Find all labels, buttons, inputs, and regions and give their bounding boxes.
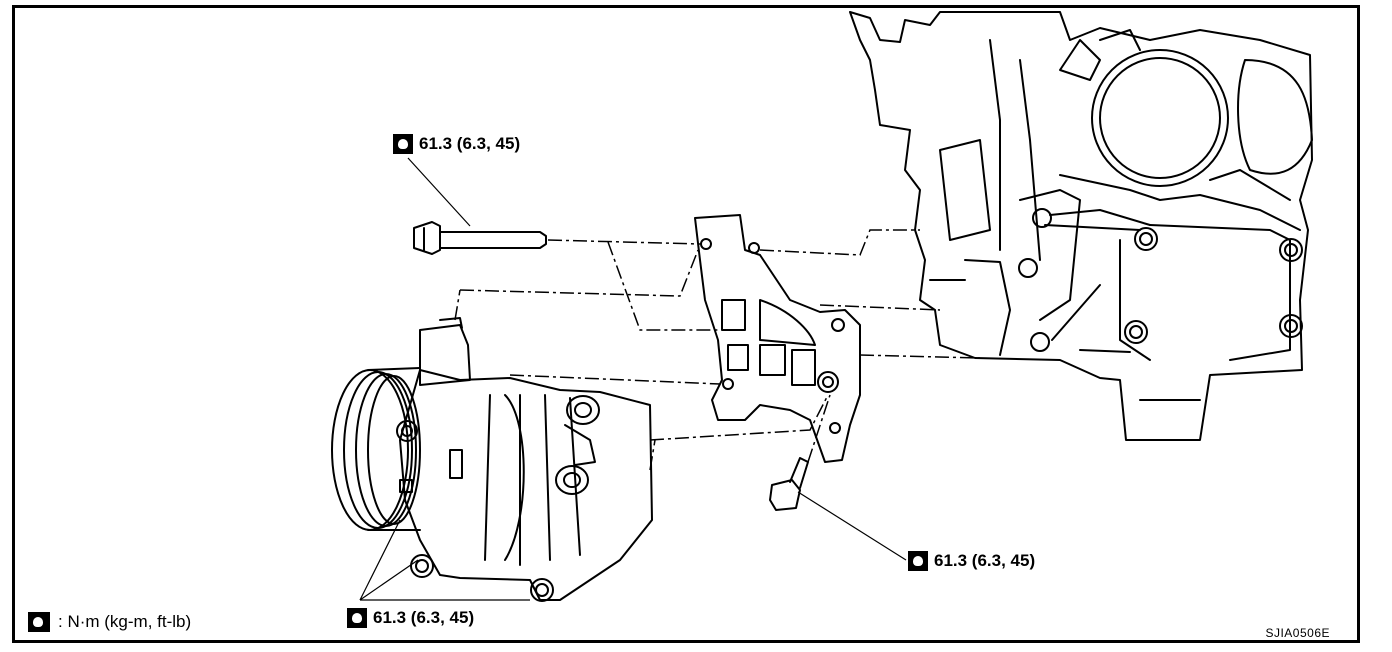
top-long-bolt bbox=[413, 221, 547, 255]
top-bolt-torque-callout: 61.3 (6.3, 45) bbox=[393, 134, 520, 154]
right-short-bolt bbox=[769, 457, 809, 511]
torque-wrench-icon bbox=[28, 612, 50, 632]
figure-code: SJIA0506E bbox=[1265, 626, 1330, 640]
bottom-bolts-torque-callout: 61.3 (6.3, 45) bbox=[347, 608, 474, 628]
alignment-lines bbox=[454, 229, 981, 471]
torque-wrench-icon bbox=[908, 551, 928, 571]
right-bolt-torque-callout: 61.3 (6.3, 45) bbox=[908, 551, 1035, 571]
top-bolt-torque-value: 61.3 (6.3, 45) bbox=[419, 134, 521, 153]
torque-wrench-icon bbox=[347, 608, 367, 628]
ac-compressor bbox=[331, 317, 653, 602]
bottom-bolts-torque-value: 61.3 (6.3, 45) bbox=[373, 608, 475, 627]
torque-unit-legend: : N·m (kg-m, ft-lb) bbox=[28, 612, 191, 632]
diagram-frame bbox=[12, 5, 1360, 643]
compressor-bracket bbox=[694, 214, 861, 463]
right-bolt-torque-value: 61.3 (6.3, 45) bbox=[934, 551, 1036, 570]
engine-block bbox=[849, 11, 1313, 441]
leader-lines bbox=[359, 157, 907, 601]
legend-text: : N·m (kg-m, ft-lb) bbox=[58, 612, 192, 631]
torque-wrench-icon bbox=[393, 134, 413, 154]
